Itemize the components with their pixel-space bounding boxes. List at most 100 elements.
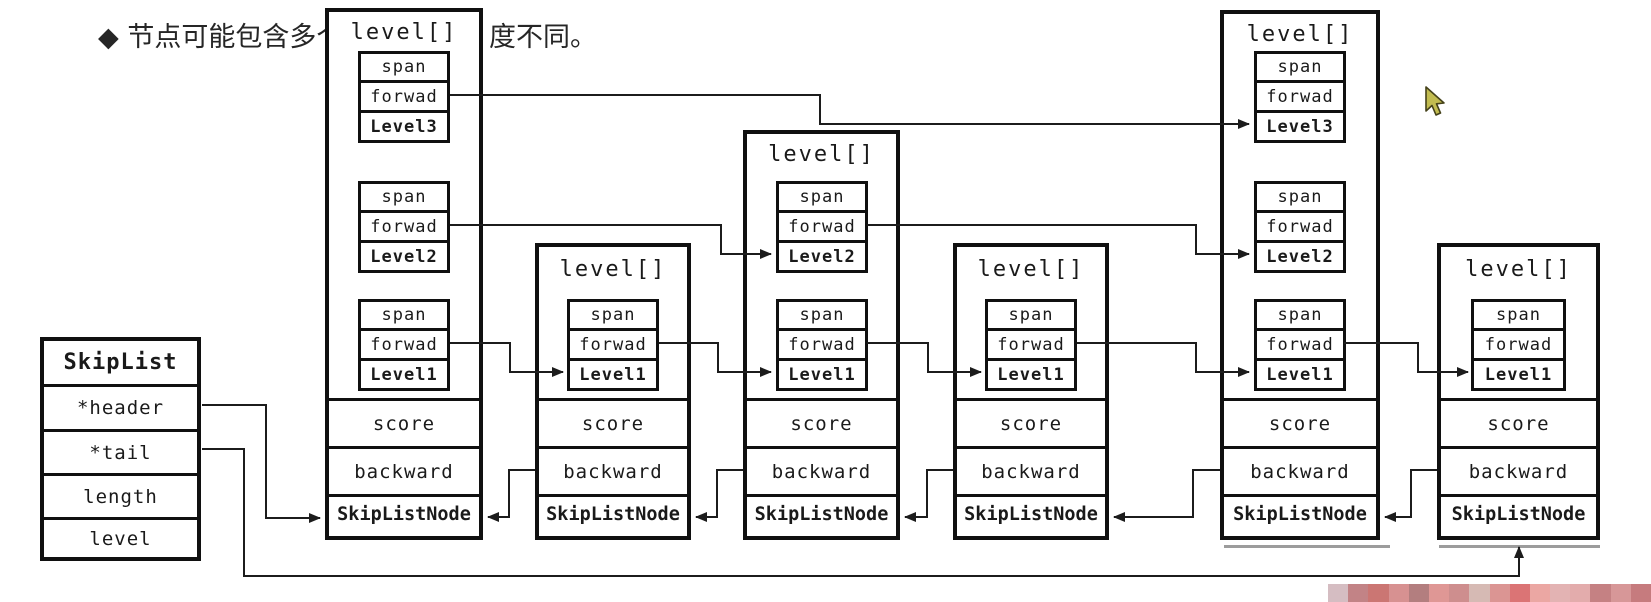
- level-cell: Level2: [361, 240, 447, 270]
- skiplistnode-row: SkipListNode: [1224, 494, 1376, 532]
- arrow-n2-backward: [487, 469, 535, 522]
- level-cell: Level3: [1257, 110, 1343, 140]
- level-cell: Level1: [1257, 358, 1343, 388]
- score-row: score: [747, 398, 896, 446]
- score-row: score: [1441, 398, 1596, 446]
- pixel-block-13: [1590, 584, 1611, 602]
- level-array-title: level[]: [977, 257, 1085, 282]
- pixel-block-11: [1550, 584, 1571, 602]
- pixel-block-7: [1469, 584, 1490, 602]
- skiplist-field-header: *header: [44, 384, 197, 429]
- span-cell: span: [799, 305, 845, 325]
- level-array-title: level[]: [1246, 22, 1354, 47]
- score-row: score: [957, 398, 1105, 446]
- level-array-title: level[]: [559, 257, 667, 282]
- skiplist-field-level: level: [44, 517, 197, 557]
- heading-text-left: ◆ 节点可能包含多个: [98, 22, 344, 53]
- span-cell: span: [1277, 57, 1323, 77]
- backward-row: backward: [539, 446, 687, 494]
- pixel-block-1: [1348, 584, 1369, 602]
- arrow-n5-backward: [1113, 469, 1220, 522]
- span-cell: span: [799, 187, 845, 207]
- forward-cell: forwad: [361, 210, 447, 240]
- mouse-pointer-icon: [1425, 86, 1445, 116]
- forward-cell: forwad: [361, 80, 447, 110]
- skiplist-struct-box: SkipList *header *tail length level: [40, 337, 201, 561]
- pixel-block-8: [1489, 584, 1510, 602]
- span-cell: span: [1277, 305, 1323, 325]
- level-cell: Level1: [1474, 358, 1563, 388]
- heading-text-right: 度不同。: [489, 22, 597, 53]
- span-cell: span: [381, 57, 427, 77]
- backward-row: backward: [957, 446, 1105, 494]
- level-cell: Level1: [779, 358, 865, 388]
- shadow-line-node5: [1224, 545, 1390, 548]
- level-array-title: level[]: [768, 142, 875, 167]
- score-row: score: [1224, 398, 1376, 446]
- arrow-n3-backward: [695, 469, 743, 522]
- skiplistnode-row: SkipListNode: [747, 494, 896, 532]
- level-array-title: level[]: [350, 20, 458, 45]
- forward-cell: forwad: [570, 328, 656, 358]
- skiplistnode-row: SkipListNode: [329, 494, 479, 532]
- span-cell: span: [1496, 305, 1541, 325]
- span-cell: span: [1277, 187, 1323, 207]
- backward-row: backward: [1224, 446, 1376, 494]
- level-cell: Level1: [361, 358, 447, 388]
- pixel-block-0: [1328, 584, 1349, 602]
- level-cell: Level2: [779, 240, 865, 270]
- skiplistnode-row: SkipListNode: [1441, 494, 1596, 532]
- forward-cell: forwad: [1257, 210, 1343, 240]
- skiplistnode-row: SkipListNode: [957, 494, 1105, 532]
- arrow-n4-backward: [904, 469, 953, 522]
- pixel-block-2: [1368, 584, 1389, 602]
- level-array-title: level[]: [1465, 257, 1572, 282]
- skiplist-field-tail: *tail: [44, 429, 197, 473]
- forward-cell: forwad: [1257, 328, 1343, 358]
- level-cell: Level1: [570, 358, 656, 388]
- arrow-n1L3-to-n5L3: [450, 94, 1250, 129]
- score-row: score: [329, 398, 479, 446]
- span-cell: span: [381, 187, 427, 207]
- level-cell: Level3: [361, 110, 447, 140]
- backward-row: backward: [329, 446, 479, 494]
- score-row: score: [539, 398, 687, 446]
- span-cell: span: [590, 305, 636, 325]
- pixel-block-6: [1449, 584, 1470, 602]
- pixel-block-14: [1610, 584, 1631, 602]
- skiplistnode-row: SkipListNode: [539, 494, 687, 532]
- pixelated-bar: [1328, 584, 1651, 602]
- forward-cell: forwad: [779, 328, 865, 358]
- skiplist-title: SkipList: [63, 350, 178, 375]
- span-cell: span: [1008, 305, 1054, 325]
- backward-row: backward: [1441, 446, 1596, 494]
- arrow-header-to-node1: [202, 404, 321, 523]
- span-cell: span: [381, 305, 427, 325]
- pixel-block-10: [1529, 584, 1551, 602]
- pixel-block-12: [1570, 584, 1591, 602]
- backward-row: backward: [747, 446, 896, 494]
- level-cell: Level1: [988, 358, 1074, 388]
- pixel-block-15: [1630, 584, 1651, 602]
- forward-cell: forwad: [1257, 80, 1343, 110]
- skiplist-field-length: length: [44, 473, 197, 517]
- pixel-block-5: [1428, 584, 1450, 602]
- pixel-block-3: [1388, 584, 1409, 602]
